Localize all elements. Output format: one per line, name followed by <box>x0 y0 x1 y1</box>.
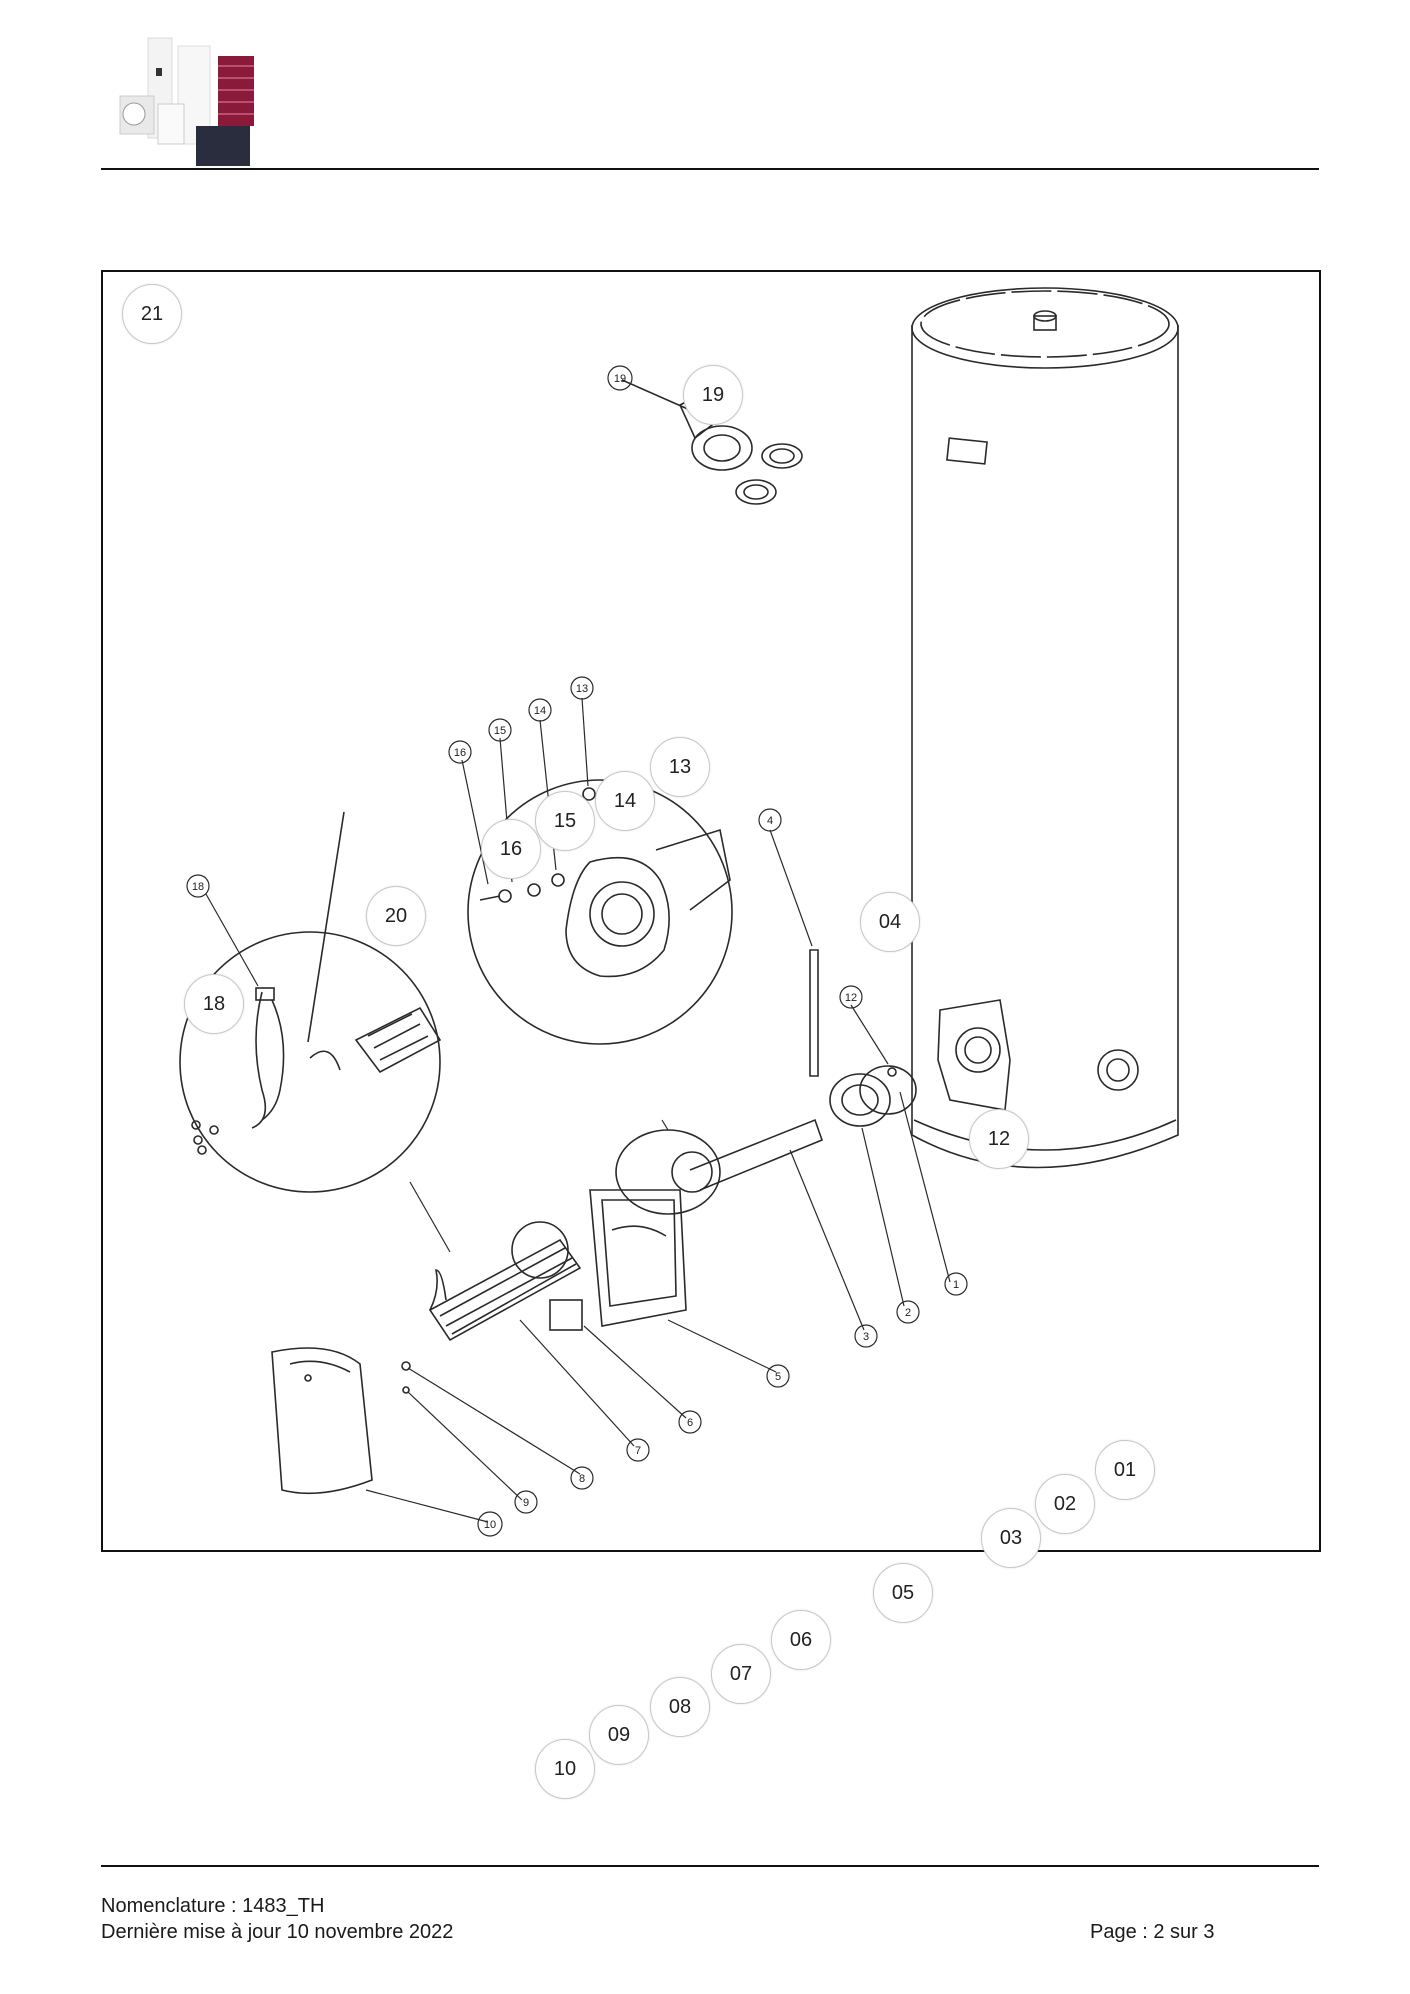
diagram-frame <box>101 270 1321 1552</box>
callout-18: 18 <box>184 974 244 1034</box>
diagram-label: 5 <box>775 1371 781 1383</box>
diagram-label: 16 <box>454 747 466 759</box>
nomenclature-text: Nomenclature : 1483_TH <box>101 1895 325 1917</box>
small-label-circles <box>186 365 968 1537</box>
wiring-detail-illustration <box>179 811 442 1193</box>
callout-05: 05 <box>873 1563 933 1623</box>
callout-14: 14 <box>595 771 655 831</box>
flange-detail-illustration <box>467 779 733 1045</box>
diagram-label: 8 <box>579 1473 585 1485</box>
diagram-label: 7 <box>635 1445 641 1457</box>
diagram-label: 13 <box>576 683 588 695</box>
heating-assembly-illustration <box>271 949 917 1495</box>
callout-01: 01 <box>1095 1440 1155 1500</box>
callout-16: 16 <box>481 819 541 879</box>
small-label-text: 19 13 14 15 16 18 4 12 1 2 3 5 6 7 8 9 1… <box>192 373 959 1531</box>
callout-06: 06 <box>771 1610 831 1670</box>
diagram-label: 12 <box>845 992 857 1004</box>
callout-13: 13 <box>650 737 710 797</box>
header-rule <box>101 168 1319 170</box>
tank-illustration <box>911 287 1179 1169</box>
callout-04: 04 <box>860 892 920 952</box>
callout-20: 20 <box>366 886 426 946</box>
diagram-label: 10 <box>484 1519 496 1531</box>
diagram-label: 9 <box>523 1497 529 1509</box>
callout-15: 15 <box>535 791 595 851</box>
diagram-label: 14 <box>534 705 546 717</box>
leader-lines <box>205 697 951 1523</box>
diagram-label: 6 <box>687 1417 693 1429</box>
diagram-label: 1 <box>953 1279 959 1291</box>
callout-03: 03 <box>981 1508 1041 1568</box>
diagram-label: 15 <box>494 725 506 737</box>
last-updated-text: Dernière mise à jour 10 novembre 2022 <box>101 1921 454 1943</box>
diagram-label: 2 <box>905 1307 911 1319</box>
diagram-label: 19 <box>614 373 626 385</box>
callout-08: 08 <box>650 1677 710 1737</box>
callout-02: 02 <box>1035 1474 1095 1534</box>
callout-21: 21 <box>122 284 182 344</box>
diagram-label: 3 <box>863 1331 869 1343</box>
diagram-label: 18 <box>192 881 204 893</box>
connector-19-illustration <box>621 379 803 505</box>
diagram-label: 4 <box>767 815 773 827</box>
brand-logo <box>119 37 254 166</box>
callout-12: 12 <box>969 1109 1029 1169</box>
callout-09: 09 <box>589 1705 649 1765</box>
callout-10: 10 <box>535 1739 595 1799</box>
page-number: Page : 2 sur 3 <box>1090 1921 1215 1943</box>
callout-07: 07 <box>711 1644 771 1704</box>
callout-19: 19 <box>683 365 743 425</box>
footer-rule <box>101 1865 1319 1867</box>
